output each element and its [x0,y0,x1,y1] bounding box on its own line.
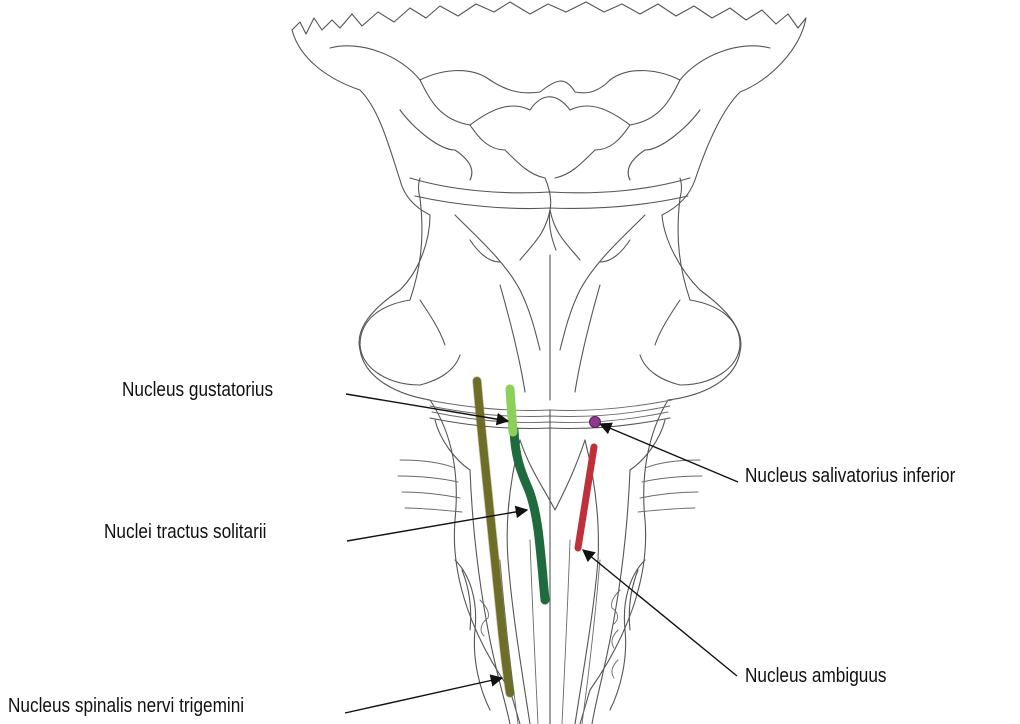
gustatorius-nucleus [510,389,513,432]
label-ambiguus: Nucleus ambiguus [745,664,886,688]
label-tractus-solitarii: Nuclei tractus solitarii [104,520,266,544]
salivatorius-inferior-leader-arrow [600,424,738,482]
tractus-solitarii-nucleus [514,430,545,600]
brainstem-outline [292,2,806,724]
label-gustatorius: Nucleus gustatorius [122,378,273,402]
label-spinalis-trigemini: Nucleus spinalis nervi trigemini [8,694,244,718]
salivatorius-inferior-nucleus [590,417,601,428]
label-salivatorius-inferior: Nucleus salivatorius inferior [745,464,955,488]
spinalis-trigemini-leader-arrow [345,678,502,713]
tractus-solitarii-leader-arrow [347,510,527,541]
ambiguus-nucleus [578,447,594,548]
